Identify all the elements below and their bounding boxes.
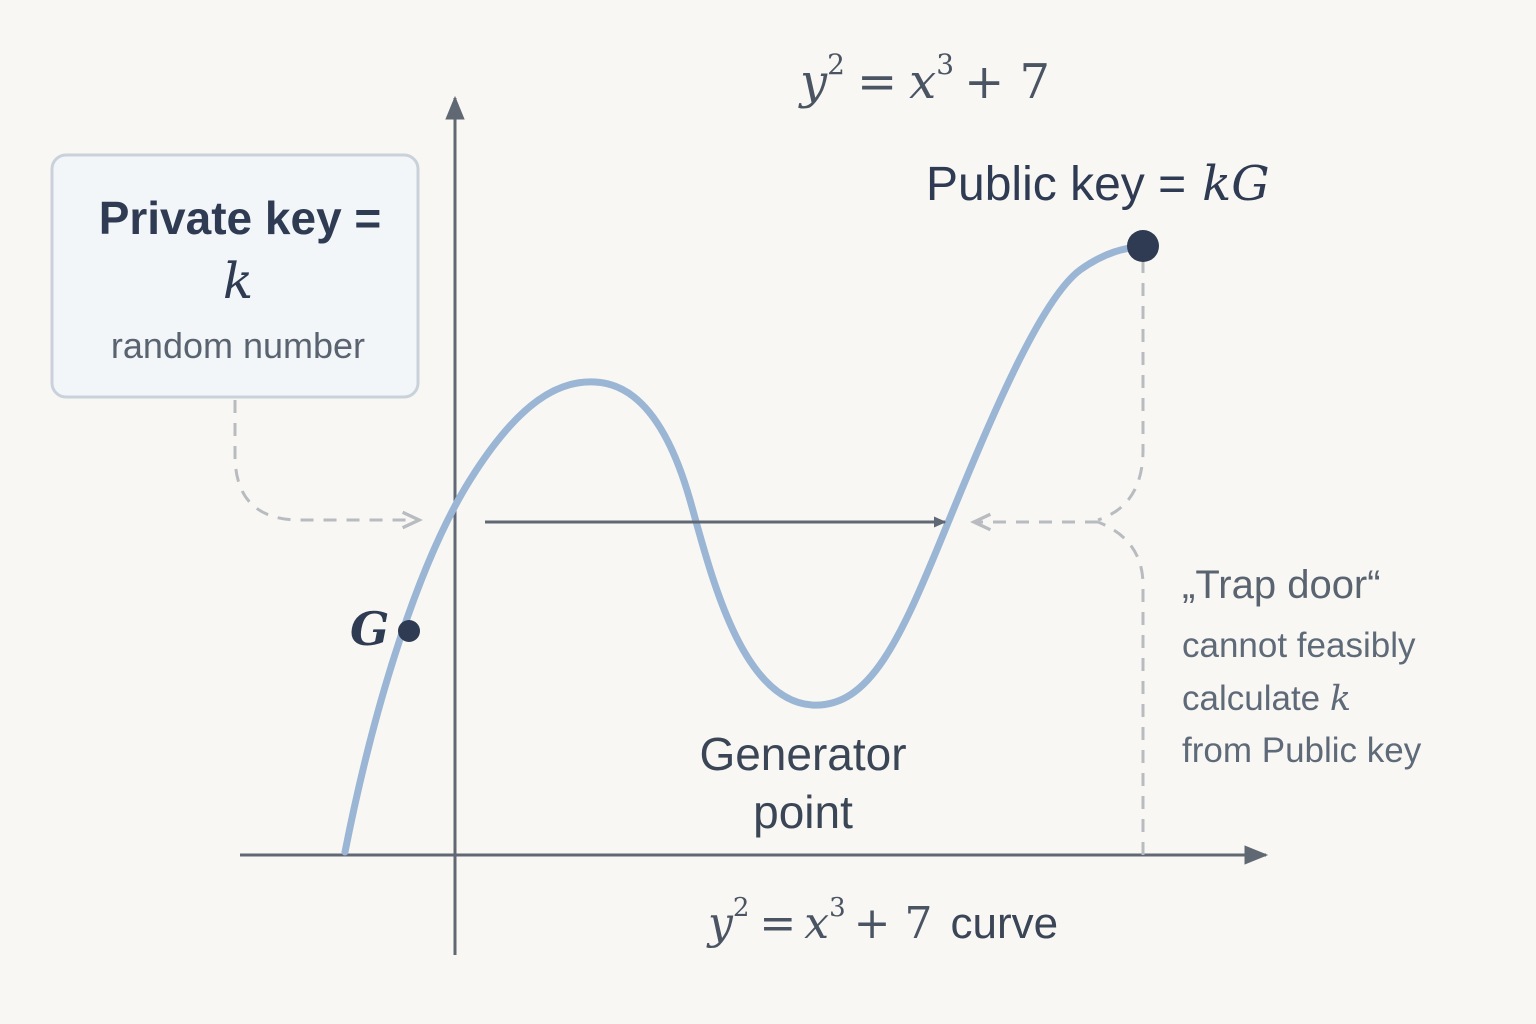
- trap-door-bracket-top: [1097, 260, 1145, 522]
- axis-caption: y2 =x3 + 7 curve: [706, 893, 1058, 949]
- trap-door-line1: cannot feasibly: [1182, 626, 1416, 665]
- top-eq-x: x: [909, 54, 936, 110]
- generator-point-label: G: [350, 602, 389, 656]
- trap-door-bracket-bottom: [1097, 520, 1145, 855]
- trap-door-line3: from Public key: [1182, 731, 1422, 770]
- trap-door-title: „Trap door“: [1182, 563, 1381, 607]
- axis-eq-curve-word: curve: [951, 899, 1059, 948]
- axis-eq-plus7: + 7: [854, 898, 933, 949]
- top-equation: y2 =x3 + 7: [798, 48, 1050, 110]
- top-eq-equals: =: [857, 54, 897, 110]
- axis-eq-x: x: [804, 898, 829, 949]
- public-key-point: [1127, 230, 1159, 262]
- top-eq-exp3: 3: [936, 48, 954, 81]
- trap-door-line2: calculate k: [1182, 679, 1351, 719]
- private-key-caption: random number: [111, 325, 365, 366]
- top-eq-y: y: [798, 54, 828, 110]
- axis-eq-exp3: 3: [829, 893, 846, 923]
- public-key-text: Public key =: [926, 158, 1186, 211]
- axis-eq-equals: =: [759, 898, 796, 949]
- trap-door-line2-math: k: [1330, 679, 1351, 719]
- axis-eq-exp2: 2: [733, 893, 750, 923]
- generator-point: [398, 620, 420, 642]
- top-eq-exp2: 2: [827, 48, 845, 81]
- public-key-math: kG: [1202, 156, 1269, 212]
- generator-caption-line2: point: [753, 786, 853, 838]
- generator-caption-line1: Generator: [699, 728, 906, 780]
- axis-eq-y: y: [706, 898, 734, 949]
- top-eq-plus7: + 7: [964, 54, 1050, 110]
- private-key-k: k: [223, 252, 253, 310]
- public-key-label: Public key = kG: [926, 156, 1270, 212]
- private-key-box: [50, 153, 420, 399]
- private-key-label: Private key =: [99, 192, 382, 244]
- private-key-dashed-arrow: [233, 400, 418, 520]
- elliptic-curve: [341, 242, 1147, 856]
- trap-door-line2-text: calculate: [1182, 679, 1330, 718]
